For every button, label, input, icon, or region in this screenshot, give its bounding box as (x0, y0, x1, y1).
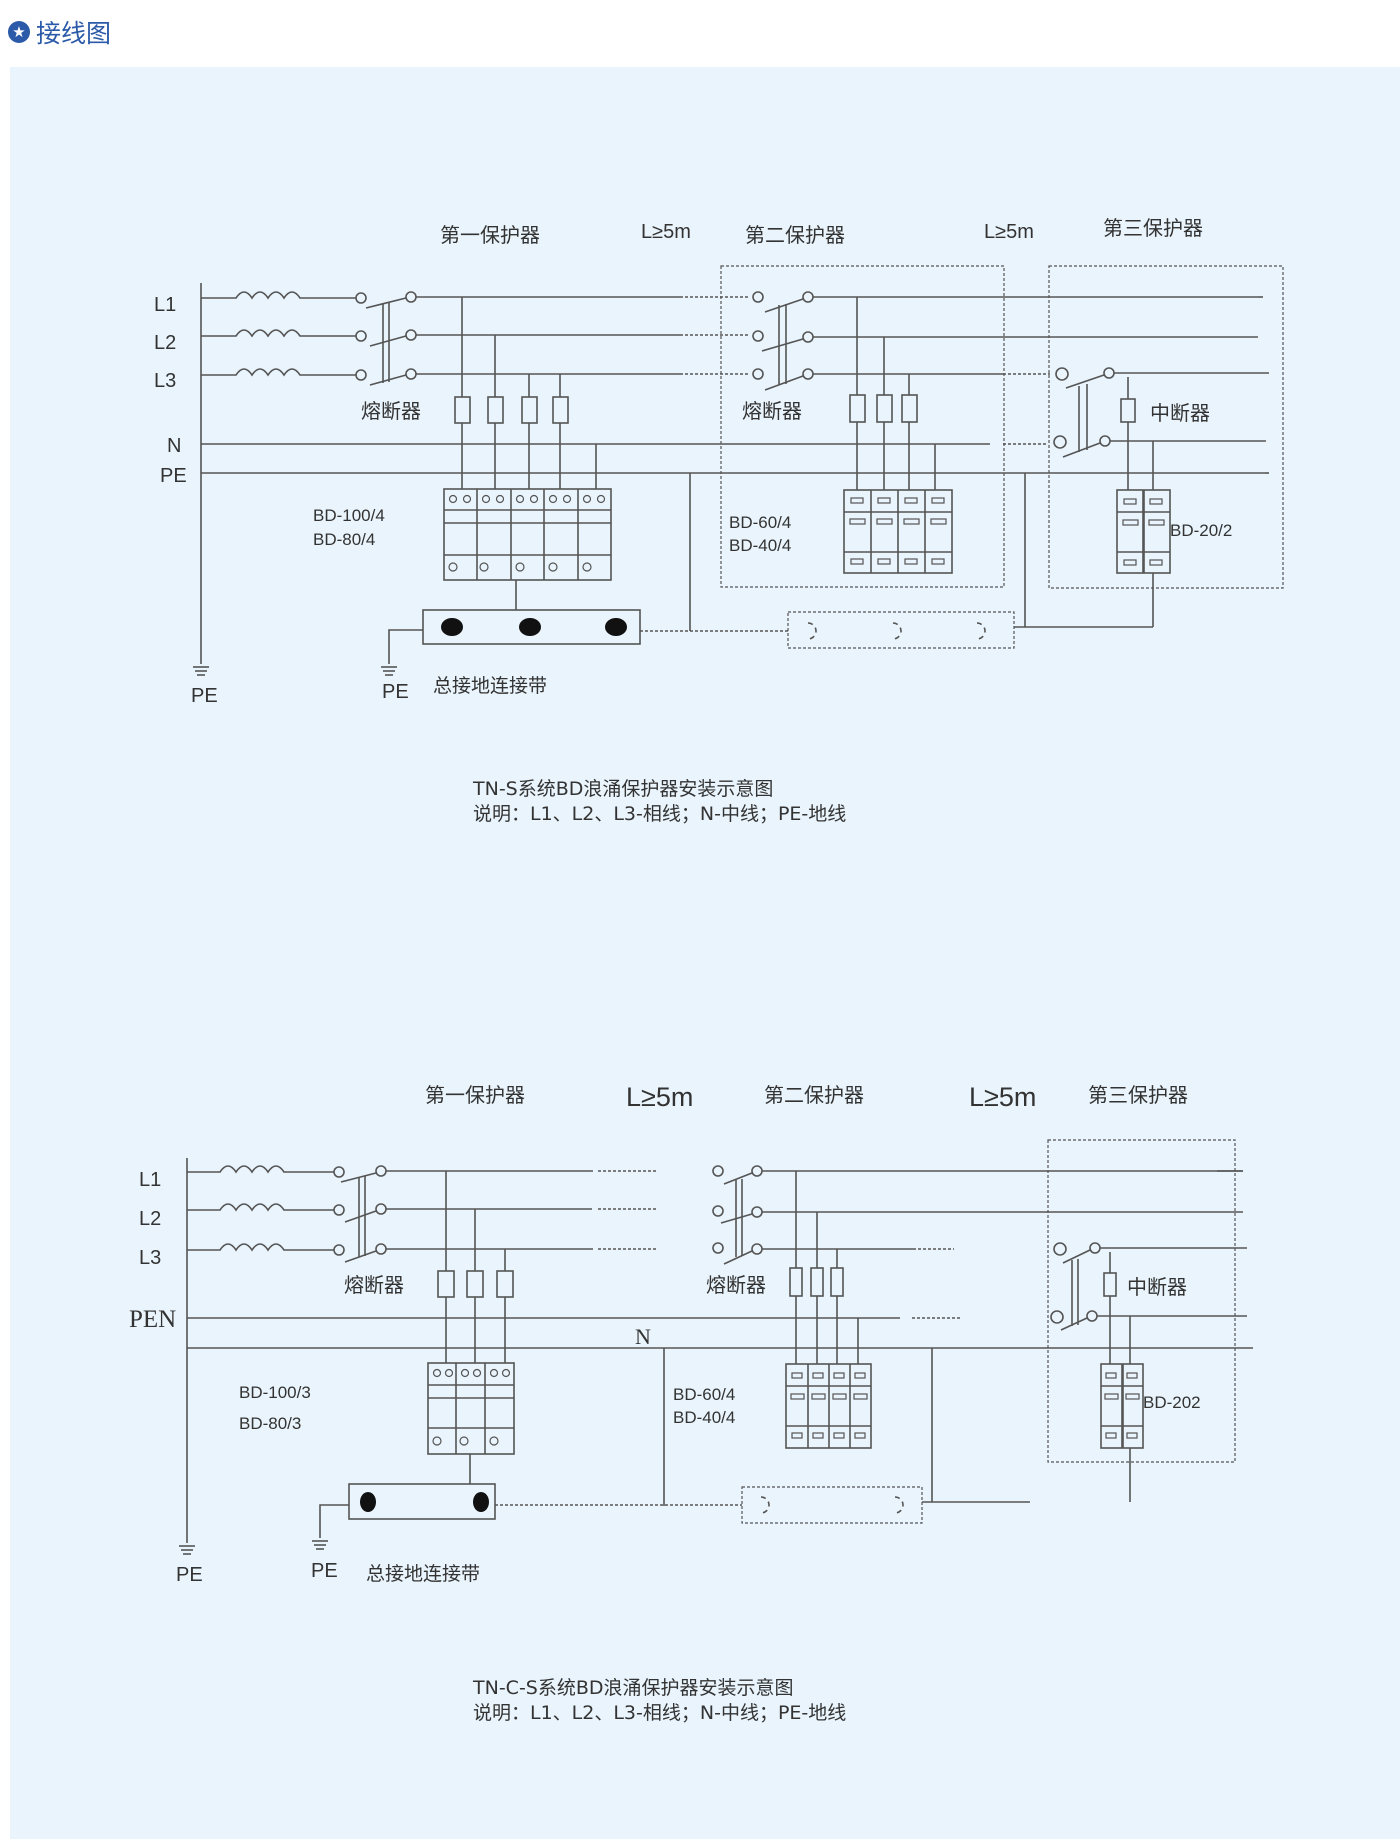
spd2-model-b: BD-40/4 (729, 536, 791, 555)
protector3-label: 第三保护器 (1103, 216, 1203, 240)
distance1-label: L≥5m (626, 1082, 693, 1112)
line-label-n: N (167, 435, 181, 457)
line-label-pe: PE (160, 465, 187, 487)
caption-note: 说明：L1、L2、L3-相线；N-中线；PE-地线 (473, 1702, 846, 1724)
caption-note: 说明：L1、L2、L3-相线；N-中线；PE-地线 (473, 803, 846, 825)
spd1-model-a: BD-100/3 (239, 1383, 311, 1402)
fuse1-label: 熔断器 (361, 399, 421, 423)
caption-title: TN-C-S系统BD浪涌保护器安装示意图 (472, 1677, 794, 1699)
ground-bar-label: 总接地连接带 (366, 1563, 480, 1585)
spd3-model: BD-20/2 (1170, 521, 1232, 540)
switch-2 (752, 291, 1258, 391)
diagram-tn-s: 第一保护器 L≥5m 第二保护器 L≥5m 第三保护器 L1 L2 L3 N P… (154, 216, 1284, 825)
spd1-model-b: BD-80/4 (313, 530, 375, 549)
spd3-model: BD-202 (1143, 1393, 1201, 1412)
line-label-l3: L3 (139, 1247, 161, 1269)
ground-bar-2 (741, 1348, 1030, 1524)
fuses-2 (789, 1171, 859, 1364)
protector3-enclosure (1048, 265, 1284, 589)
spd1-model-b: BD-80/3 (239, 1414, 301, 1433)
spd-module-2 (843, 489, 953, 574)
section-header: ★ 接线图 (8, 12, 111, 52)
caption-title: TN-S系统BD浪涌保护器安装示意图 (472, 778, 773, 800)
ground-bar-label: 总接地连接带 (433, 675, 547, 697)
phase-lines (187, 1165, 657, 1263)
ground-bar-1 (381, 609, 788, 676)
ground-symbol (179, 1545, 195, 1555)
distance1-label: L≥5m (641, 221, 691, 243)
spd-module-1 (427, 1362, 515, 1484)
fuses-1 (454, 297, 597, 489)
spd-module-3 (1116, 489, 1171, 627)
line-label-l3: L3 (154, 370, 176, 392)
distance2-label: L≥5m (984, 221, 1034, 243)
fuse-3 (1120, 377, 1154, 490)
protector1-label: 第一保护器 (440, 223, 540, 247)
switch-3 (1053, 367, 1269, 474)
line-label-l1: L1 (154, 294, 176, 316)
protector3-label: 第三保护器 (1088, 1083, 1188, 1107)
breaker-label: 中断器 (1150, 401, 1210, 425)
protector3-enclosure (1047, 1139, 1236, 1463)
spd2-model-a: BD-60/4 (673, 1385, 735, 1404)
spd-module-1 (443, 488, 612, 610)
protector2-label: 第二保护器 (745, 223, 845, 247)
spd2-model-a: BD-60/4 (729, 513, 791, 532)
line-label-l2: L2 (154, 332, 176, 354)
fuse2-label: 熔断器 (742, 399, 802, 423)
breaker-label: 中断器 (1127, 1275, 1187, 1299)
section-title: 接线图 (36, 19, 112, 48)
spd2-model-b: BD-40/4 (673, 1408, 735, 1427)
spd1-model-a: BD-100/4 (313, 506, 385, 525)
pe-ground-label: PE (191, 685, 218, 707)
pe-bar-label: PE (311, 1560, 338, 1582)
line-label-l2: L2 (139, 1208, 161, 1230)
diagram-panel (10, 67, 1400, 1839)
line-label-n: N (635, 1324, 651, 1349)
protector2-label: 第二保护器 (764, 1083, 864, 1107)
protector2-enclosure (720, 265, 1005, 588)
ground-symbol (193, 666, 209, 676)
phase-lines (201, 291, 750, 386)
distance2-label: L≥5m (969, 1082, 1036, 1112)
ground-bar-1 (312, 1483, 742, 1550)
spd-module-3 (1100, 1363, 1144, 1502)
line-label-l1: L1 (139, 1169, 161, 1191)
line-label-pen: PEN (129, 1306, 176, 1333)
fuse-3 (1103, 1252, 1131, 1364)
pe-ground-label: PE (176, 1564, 203, 1586)
ground-bar-2 (787, 473, 1153, 649)
fuse1-label: 熔断器 (344, 1273, 404, 1297)
switch-2 (712, 1165, 1243, 1265)
fuse2-label: 熔断器 (706, 1273, 766, 1297)
fuses-1 (437, 1171, 514, 1363)
protector1-label: 第一保护器 (425, 1083, 525, 1107)
switch-3 (1050, 1170, 1247, 1331)
fuses-2 (849, 297, 936, 490)
star-circle-icon: ★ (8, 21, 30, 43)
spd-module-2 (785, 1363, 872, 1449)
pe-bar-label: PE (382, 681, 409, 703)
diagram-tn-c-s: 第一保护器 L≥5m 第二保护器 L≥5m 第三保护器 L1 L2 L3 PEN… (129, 1082, 1253, 1724)
